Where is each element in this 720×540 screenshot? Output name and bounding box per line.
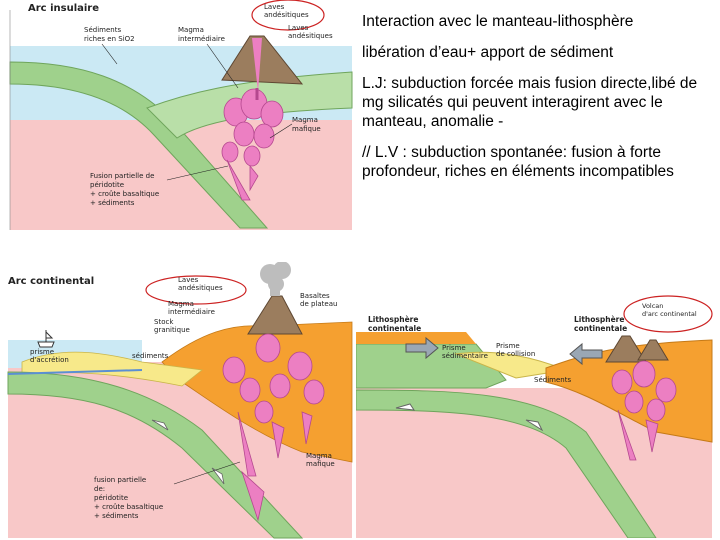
- label-stock: Stock granitique: [154, 318, 190, 334]
- label-magma-intermediate: Magma intermédiaire: [178, 26, 225, 43]
- volcano-3: [605, 335, 647, 363]
- label-magma-mafique: Magma mafique: [292, 116, 321, 133]
- magma-plumes: [221, 88, 284, 201]
- volcano-2: [247, 295, 303, 335]
- label-prisme-col: Prisme de collision: [496, 342, 535, 358]
- highlight-circle-laves: [251, 0, 325, 31]
- highlight-circle-volcan: [623, 295, 713, 333]
- label-magma-intermediate-2: Magma intermédiaire: [168, 300, 215, 316]
- label-laves-andesitiques: Laves andésitiques: [264, 3, 309, 19]
- label-magma-mafique-2: Magma mafique: [306, 452, 335, 468]
- arrow-left-icon: [405, 336, 439, 360]
- continental-arc-diagram: Arc continental Laves andésitiques Magma…: [2, 262, 354, 540]
- magma-plumes-2: [222, 333, 325, 522]
- volcano: [221, 35, 304, 85]
- label-prisme-sed: Prisme sédimentaire: [442, 344, 488, 360]
- label-litho-right: Lithosphère continentale: [574, 315, 627, 333]
- label-laves-2: Laves andésitiques: [178, 276, 223, 292]
- label-volcan: Volcan d'arc continental: [642, 302, 697, 318]
- label-fusion-2: fusion partielle de: péridotite + croûte…: [94, 476, 165, 520]
- arrow-right-icon: [569, 342, 603, 366]
- label-fusion-partielle: Fusion partielle de péridotite + croûte …: [90, 172, 161, 207]
- note-liberation: libération d’eau+ apport de sédiment: [362, 44, 614, 61]
- highlight-circle-laves-2: [145, 275, 247, 305]
- label-sediments-sio2: Sédiments riches en SiO2: [84, 26, 135, 43]
- fig2-title: Arc continental: [8, 276, 94, 287]
- label-basaltes: Basaltes de plateau: [300, 292, 337, 308]
- label-sediments: sédiments: [132, 352, 169, 360]
- subducting-plate: [9, 61, 269, 229]
- magma-plumes-3: [611, 360, 677, 461]
- ash-cloud: [260, 262, 291, 296]
- label-prisme: prisme d'accrétion: [30, 348, 69, 364]
- label-litho-left: Lithosphère continentale: [368, 315, 421, 333]
- note-interaction: Interaction avec le manteau-lithosphère: [362, 13, 634, 30]
- fig1-title: Arc insulaire: [28, 3, 99, 14]
- label-laves-andesitiques-2: Laves andésitiques: [288, 24, 333, 40]
- subducting-slab: [356, 389, 657, 538]
- collision-diagram: Lithosphère continentale Prisme sédiment…: [356, 292, 714, 538]
- label-sediments-3: Sédiments: [534, 376, 571, 384]
- boat-icon: [37, 330, 55, 348]
- note-lj: L.J: subduction forcée mais fusion direc…: [362, 75, 698, 130]
- notes-panel: Interaction avec le manteau-lithosphère …: [362, 12, 714, 193]
- island-arc-diagram: Arc insulaire Sédiments riches en SiO2 M…: [2, 0, 354, 232]
- note-lv: // L.V : subduction spontanée: fusion à …: [362, 144, 674, 180]
- subducting-plate-2: [7, 371, 304, 539]
